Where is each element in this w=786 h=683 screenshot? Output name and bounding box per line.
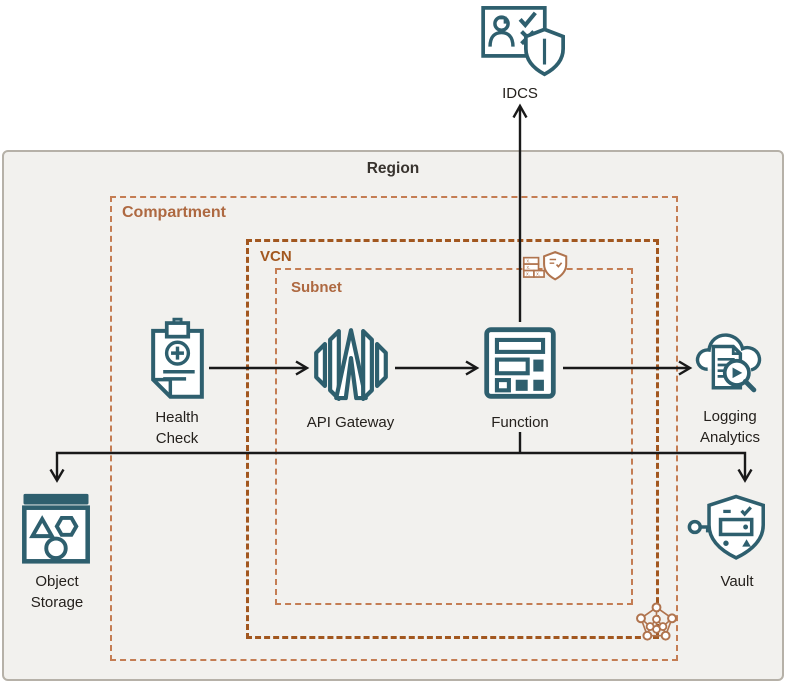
function-icon (479, 322, 561, 404)
vault-label: Vault (720, 573, 754, 590)
object-storage-label: Object Storage (30, 573, 84, 611)
vcn-label: VCN (260, 248, 292, 265)
svg-text:x.: x. (536, 272, 540, 278)
region-label: Region (366, 160, 420, 177)
security-list-icon: x. x. x. x. (521, 249, 569, 294)
vcn-boundary: VCN (246, 239, 659, 639)
subnet-label: Subnet (291, 279, 342, 296)
vcn-network-icon (634, 601, 679, 643)
health-check-icon (146, 316, 209, 406)
health-check-label: Health Check (155, 409, 199, 447)
function-label: Function (491, 414, 549, 431)
compartment-label: Compartment (122, 204, 227, 221)
subnet-boundary: Subnet (275, 268, 633, 605)
region-boundary: Region (2, 150, 784, 681)
idcs-icon (480, 4, 566, 82)
vault-icon (686, 487, 770, 567)
compartment-boundary: Compartment (110, 196, 678, 661)
api-gateway-icon (309, 325, 393, 405)
svg-text:x.: x. (526, 272, 530, 278)
svg-text:x.: x. (527, 265, 531, 271)
idcs-label: IDCS (502, 85, 538, 102)
logging-analytics-icon (692, 327, 766, 403)
api-gateway-label: API Gateway (306, 414, 395, 431)
logging-analytics-label: Logging Analytics (699, 408, 761, 446)
svg-text:x.: x. (527, 259, 531, 265)
object-storage-icon (17, 487, 95, 569)
